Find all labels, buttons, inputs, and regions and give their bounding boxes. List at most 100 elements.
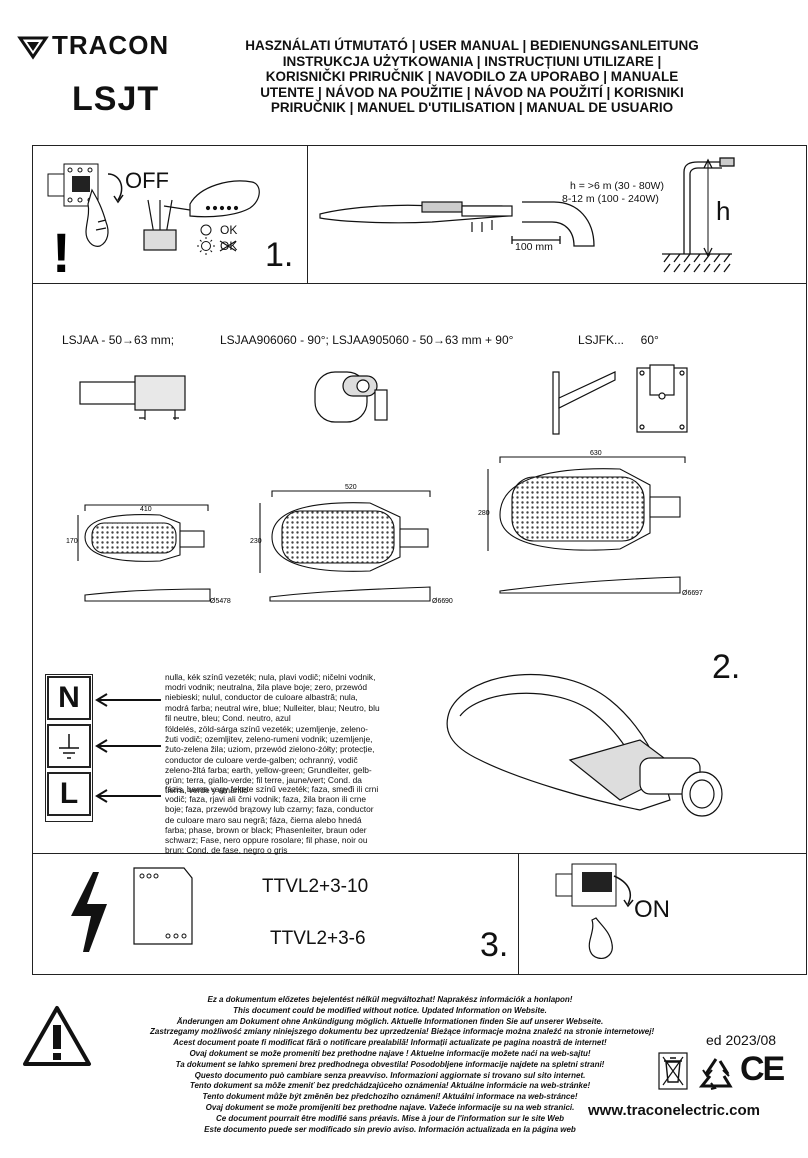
mount-option-3: LSJFK... 60°	[578, 333, 659, 347]
terminal-block	[45, 674, 93, 822]
step-number: 2.	[712, 648, 741, 686]
straight-adapter-icon	[79, 375, 186, 420]
pipe-bend-icon	[511, 201, 595, 247]
disclaimer-line: Ovaj dokument se može promeniti bez pret…	[189, 1048, 591, 1058]
title-line: PRIRUČNIK | MANUEL D'UTILISATION | MANUA…	[270, 100, 674, 115]
disclaimer-line: This document could be modified without …	[233, 1005, 547, 1015]
product-code-1: TTVL2+3-10	[262, 876, 369, 897]
medium-diameter: Ø66	[432, 598, 445, 605]
voltage-tester-icon	[143, 180, 260, 251]
turn-arrow-icon	[613, 875, 632, 905]
divider	[518, 853, 519, 975]
off-label: OFF	[125, 168, 169, 193]
disclaimer-line: Ce document pourrait être modifié sans p…	[215, 1113, 565, 1123]
instruction-frame	[32, 145, 807, 975]
small-depth: 78	[223, 598, 231, 605]
phase-terminal: L	[47, 772, 91, 816]
large-height: 280	[478, 510, 490, 517]
luminaire-perspective-illustration	[446, 674, 723, 817]
product-code-2: TTVL2+3-6	[270, 928, 366, 949]
small-luminaire-drawing	[77, 504, 211, 602]
large-diameter: Ø66	[682, 590, 695, 597]
edition-label: ed 2023/08	[706, 1032, 777, 1048]
wire-arrows	[95, 693, 161, 803]
lightning-icon	[71, 872, 107, 952]
divider	[32, 853, 807, 854]
disclaimer-line: Este documento puede ser modificado sin …	[204, 1124, 576, 1134]
brand-logo: TRACON	[17, 30, 170, 61]
disclaimer-line: Änderungen am Dokument ohne Ankündigung …	[176, 1016, 604, 1026]
turn-arrow-icon	[107, 173, 123, 201]
neutral-terminal: N	[47, 676, 91, 720]
mount-adapters	[79, 364, 688, 435]
small-width: 410	[140, 506, 152, 513]
disclaimer-line: Tento dokument může být změněn bez předc…	[202, 1092, 578, 1102]
disclaimer-line: Zastrzegamy możliwość zmiany niniejszego…	[150, 1027, 655, 1037]
recycle-icon	[698, 1058, 733, 1090]
small-diameter: Ø54	[210, 598, 223, 605]
mounting-height-illustration	[319, 157, 735, 273]
title-line: INSTRUKCJA UŻYTKOWANIA | INSTRUCȚIUNI UT…	[282, 53, 662, 69]
disclaimer-line: Questo documento può cambiare senza prea…	[194, 1070, 586, 1080]
distance-label: 100 mm	[515, 241, 553, 253]
luminaire-side-icon	[319, 201, 513, 232]
large-width: 630	[590, 450, 602, 457]
divider	[307, 145, 308, 283]
arrow-left-icon	[95, 693, 161, 707]
angle-adapter-icon	[314, 371, 388, 423]
arrow-left-icon	[95, 739, 161, 753]
title-line: KORISNIČKI PRIRUČNIK | NAVODILO ZA UPORA…	[265, 69, 679, 84]
pole-icon	[662, 157, 735, 273]
height-spec-1: h = >6 m (30 - 80W)	[570, 180, 664, 192]
switch-on-illustration	[555, 863, 634, 959]
website-link[interactable]: www.traconelectric.com	[588, 1102, 761, 1119]
breaker-icon	[582, 872, 612, 892]
ce-mark: CE	[740, 1050, 785, 1088]
earth-terminal	[47, 724, 91, 768]
title-line: UTENTE | NÁVOD NA POUŽITIE | NÁVOD NA PO…	[260, 84, 684, 100]
hand-icon	[588, 917, 613, 959]
breaker-icon	[47, 163, 99, 207]
model-name: LSJT	[72, 80, 160, 118]
disclaimer-line: Ovaj dokument se može promijeniti bez pr…	[205, 1102, 575, 1112]
weee-bin-icon	[658, 1052, 688, 1090]
ok-label: OK	[220, 223, 238, 237]
mount-option-1: LSJAA - 50→63 mm;	[62, 333, 175, 347]
on-label: ON	[634, 896, 670, 923]
phase-wire-description: fázis, barna vagy fekete színű vezeték; …	[165, 784, 379, 856]
step-number: 1.	[265, 236, 294, 274]
hand-icon	[85, 188, 109, 247]
divider	[32, 283, 807, 284]
title-line: HASZNÁLATI ÚTMUTATÓ | USER MANUAL | BEDI…	[245, 38, 699, 53]
not-ok-label: OK	[220, 239, 238, 253]
disclaimer-line: Tento dokument sa môže zmeniť bez predch…	[189, 1081, 591, 1091]
dimension-drawings: 410 170 Ø54 78 520 230 Ø66 90 630 280 Ø6…	[66, 450, 703, 605]
neutral-wire-description: nulla, kék színű vezeték; nula, plavi vo…	[165, 672, 380, 723]
medium-height: 230	[250, 538, 262, 545]
medium-luminaire-drawing	[259, 490, 431, 602]
earth-icon	[59, 734, 79, 759]
height-symbol: h	[716, 196, 731, 226]
medium-depth: 90	[445, 598, 453, 605]
earth-wire-description: földelés, zöld-sárga színű vezeték; uzem…	[165, 724, 375, 796]
disclaimer-line: Acest document poate fi modificat fără o…	[173, 1038, 607, 1048]
disclaimer-line: Ta dokument se lahko spremeni brez predh…	[175, 1059, 605, 1069]
tracon-logo-icon	[17, 36, 49, 60]
warning-triangle-icon	[23, 1006, 91, 1066]
switch-off-illustration: !	[47, 163, 260, 284]
disclaimer-line: Ez a dokumentum előzetes bejelentést nél…	[207, 995, 573, 1004]
cross-icon	[219, 240, 237, 252]
manual-title: HASZNÁLATI ÚTMUTATÓ | USER MANUAL | BEDI…	[222, 38, 722, 116]
medium-width: 520	[345, 484, 357, 491]
step-number: 3.	[480, 926, 509, 964]
mount-option-2: LSJAA906060 - 90°; LSJAA905060 - 50→63 m…	[220, 333, 514, 347]
junction-box-icon	[133, 867, 193, 945]
warning-exclamation: !	[52, 221, 71, 284]
arrow-left-icon	[95, 789, 161, 803]
lamp-off-icon	[200, 224, 212, 236]
large-depth: 97	[695, 590, 703, 597]
lamp-on-icon	[197, 237, 215, 255]
small-height: 170	[66, 538, 78, 545]
brand-name: TRACON	[52, 30, 170, 60]
disclaimer: Ez a dokumentum előzetes bejelentést nél…	[150, 995, 655, 1135]
